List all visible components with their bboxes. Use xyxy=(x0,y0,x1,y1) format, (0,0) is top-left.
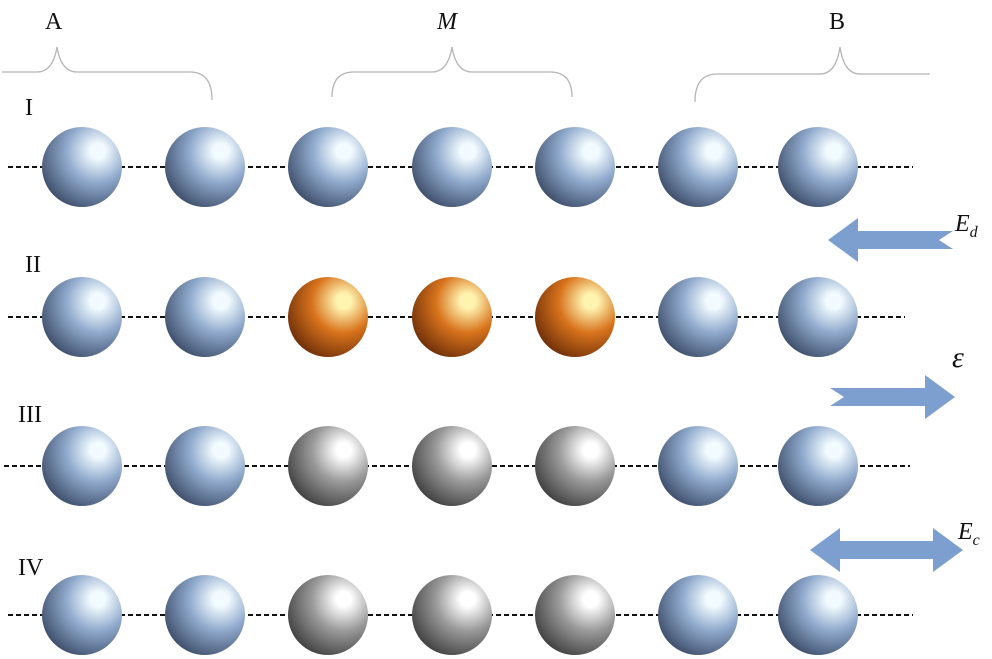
atom-blue xyxy=(658,575,738,655)
arrow-label-ed-main: E xyxy=(955,211,970,237)
atom-blue xyxy=(42,127,122,207)
arrow-eps-icon xyxy=(830,375,955,419)
atom-spheres xyxy=(42,127,858,655)
arrow-label-ec: Ec xyxy=(958,520,980,549)
row-label-ii: II xyxy=(25,252,41,278)
atom-blue xyxy=(165,127,245,207)
atom-blue xyxy=(42,277,122,357)
row-label-iii: III xyxy=(18,402,42,428)
bracket-m xyxy=(331,46,573,98)
atom-blue xyxy=(42,575,122,655)
group-label-b: B xyxy=(829,9,846,35)
atom-orange xyxy=(535,277,615,357)
group-label-a: A xyxy=(45,9,63,35)
atom-gray xyxy=(535,575,615,655)
atom-orange xyxy=(412,277,492,357)
atom-blue xyxy=(165,575,245,655)
field-arrows xyxy=(810,218,963,572)
atom-blue xyxy=(658,277,738,357)
arrow-label-ec-sub: c xyxy=(972,532,980,549)
atom-blue xyxy=(535,127,615,207)
arrow-ed-icon xyxy=(828,218,953,262)
brackets xyxy=(2,46,930,103)
atom-gray xyxy=(288,575,368,655)
atom-gray xyxy=(535,426,615,506)
arrow-label-ec-main: E xyxy=(958,519,973,545)
atom-blue xyxy=(42,426,122,506)
group-label-m: M xyxy=(437,9,457,35)
arrow-label-epsilon: ε xyxy=(952,341,964,374)
bracket-b xyxy=(694,46,930,103)
arrow-label-ed-sub: d xyxy=(969,224,978,241)
bracket-a xyxy=(2,46,213,101)
atom-blue xyxy=(778,277,858,357)
atom-blue xyxy=(658,127,738,207)
atom-gray xyxy=(412,426,492,506)
atom-blue xyxy=(165,426,245,506)
atom-gray xyxy=(288,426,368,506)
row-label-i: I xyxy=(25,95,33,121)
atom-blue xyxy=(778,575,858,655)
atom-blue xyxy=(412,127,492,207)
atom-orange xyxy=(288,277,368,357)
atom-blue xyxy=(165,277,245,357)
bond-lines xyxy=(4,166,913,616)
atom-blue xyxy=(658,426,738,506)
atom-blue xyxy=(288,127,368,207)
row-label-iv: IV xyxy=(18,555,44,581)
atom-blue xyxy=(778,426,858,506)
atom-blue xyxy=(778,127,858,207)
atom-gray xyxy=(412,575,492,655)
arrow-ec-icon xyxy=(810,528,963,572)
arrow-label-ed: Ed xyxy=(955,212,978,241)
